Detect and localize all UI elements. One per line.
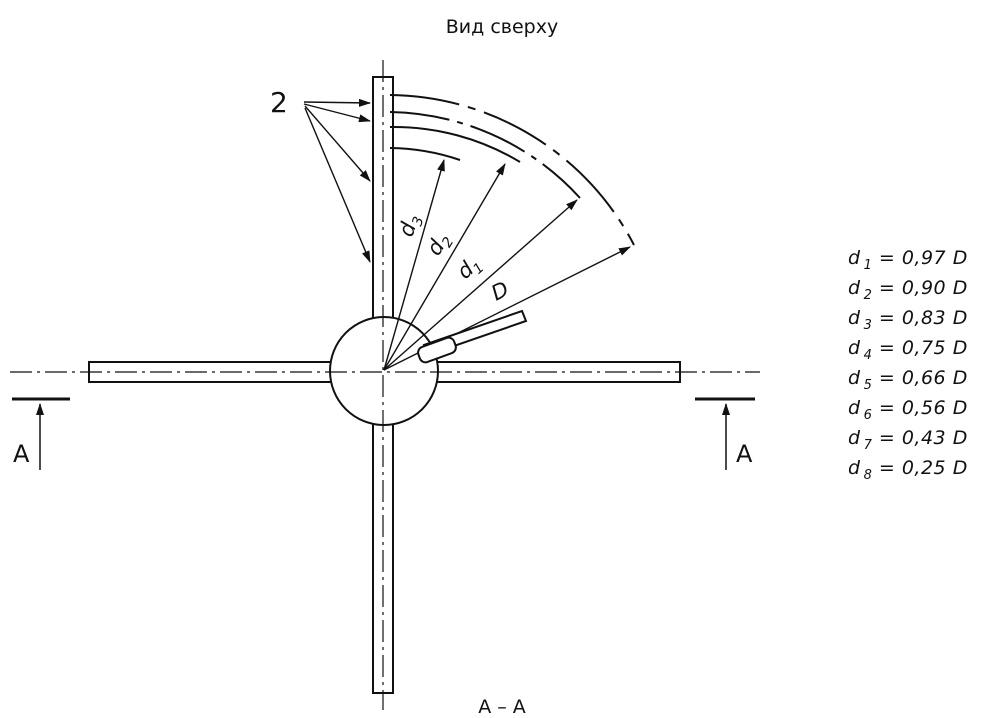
central-hub (329, 316, 439, 426)
radius-arcs (389, 94, 635, 246)
section-label: А – А (478, 696, 526, 718)
svg-text:A: A (736, 440, 753, 468)
label-D: D (487, 277, 512, 306)
center-lines (10, 60, 760, 710)
section-marker-left: A (12, 397, 70, 470)
label-d1: d1 (452, 251, 487, 287)
arc-d1 (389, 111, 581, 199)
dim-line-d3 (383, 159, 445, 371)
arc-D (389, 94, 635, 246)
callout-number: 2 (270, 86, 288, 119)
section-marker-right: A (695, 397, 755, 470)
arc-d2 (389, 125, 521, 163)
dim-line-d1 (383, 199, 578, 371)
svg-text:A: A (13, 440, 30, 468)
label-d2: d2 (422, 228, 458, 262)
dimension-labels: d3 d2 d1 D (394, 215, 513, 306)
probe (417, 309, 528, 364)
dim-line-d2 (383, 163, 506, 371)
view-title: Вид сверху (446, 16, 558, 38)
callout-leaders (303, 98, 371, 263)
arc-d3 (389, 147, 461, 161)
